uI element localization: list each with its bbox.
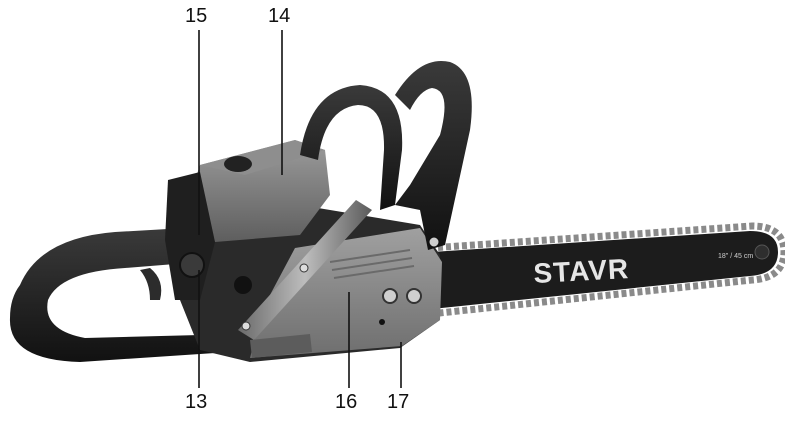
bar-nut-1 — [382, 288, 398, 304]
handle-bolt-1 — [241, 321, 251, 331]
callout-label-16: 16 — [335, 391, 358, 413]
front-handle — [238, 85, 403, 340]
callout-label-17: 17 — [387, 391, 410, 413]
bar-nut-2 — [406, 288, 422, 304]
chain-tensioner — [379, 319, 385, 325]
hand-guard-pivot — [428, 236, 440, 248]
primer-bulb — [234, 276, 252, 294]
trigger — [140, 268, 162, 300]
callout-label-13: 13 — [185, 391, 208, 413]
bar-brand-text: STAVR — [533, 253, 630, 289]
starter-hub — [179, 252, 205, 278]
bar-size-marking: 18" / 45 cm — [718, 253, 753, 260]
callout-lines — [198, 30, 402, 388]
hand-guard — [395, 60, 472, 251]
lower-skid — [250, 334, 312, 358]
side-cover-ribs — [329, 249, 415, 279]
bar-sprocket-nose — [754, 244, 770, 260]
callout-label-14: 14 — [268, 5, 291, 27]
front-handle-grip — [300, 85, 403, 210]
guide-bar: STAVR 18" / 45 cm — [426, 222, 785, 318]
callout-label-15: 15 — [185, 5, 208, 27]
handle-bolt-2 — [299, 263, 309, 273]
cover-knob — [224, 156, 252, 172]
top-cover — [165, 140, 330, 300]
bar-plate — [432, 231, 778, 309]
saw-chain — [426, 222, 785, 318]
